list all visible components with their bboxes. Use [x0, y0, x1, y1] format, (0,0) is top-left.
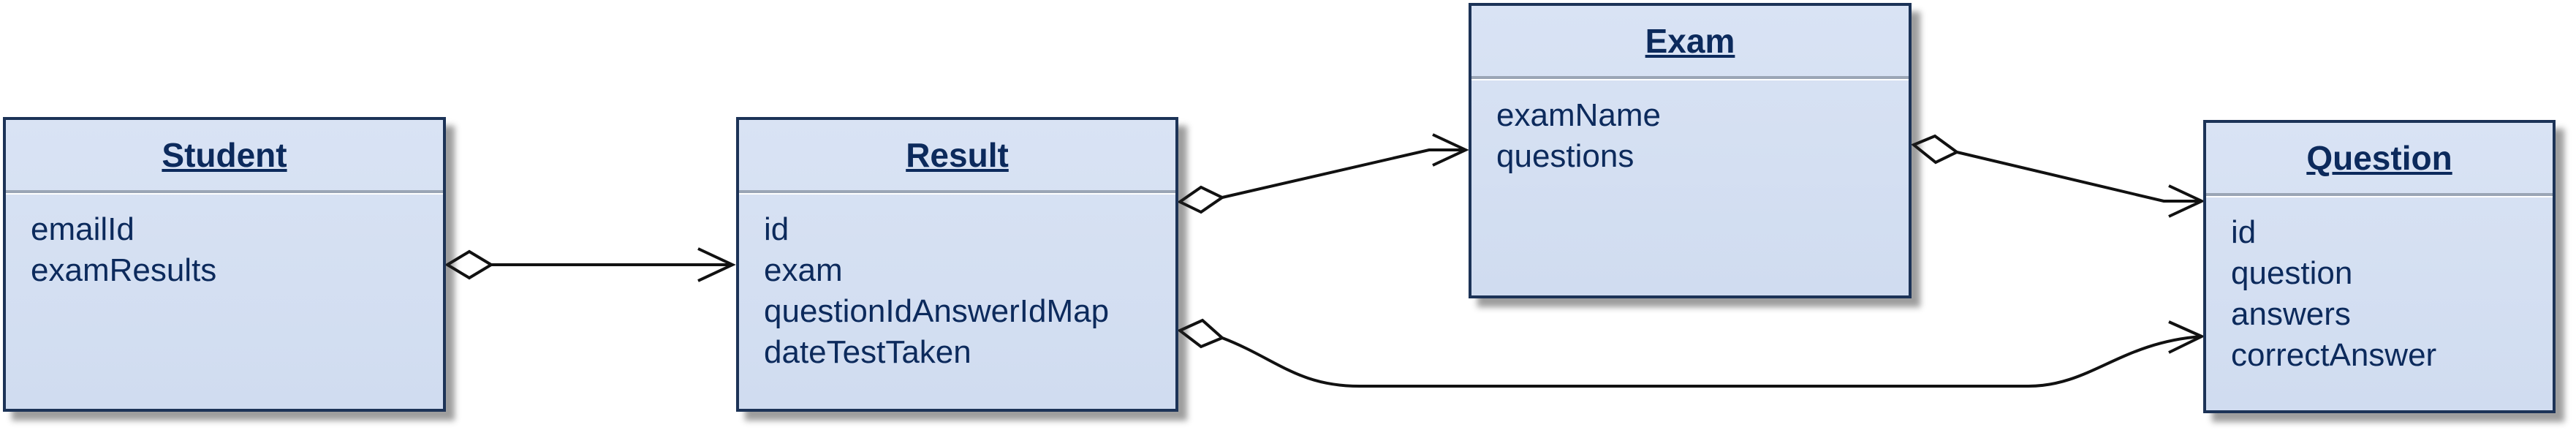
- arrowhead-exam-from-result: [1432, 133, 1469, 167]
- aggregation-diamond-exam: [1911, 134, 1960, 165]
- aggregation-diamond-result-question: [1177, 318, 1225, 349]
- attribute: correctAnswer: [2231, 337, 2437, 373]
- class-title: Student: [6, 120, 443, 193]
- arrowhead-question-from-result: [2168, 320, 2205, 354]
- attribute: examName: [1496, 97, 1661, 133]
- edge-result-exam: [1221, 148, 1466, 199]
- attribute: examResults: [31, 252, 217, 288]
- attribute: id: [764, 211, 789, 247]
- aggregation-diamond-result-exam: [1177, 185, 1225, 214]
- attribute: id: [2231, 214, 2257, 250]
- attribute-list: emailId examResults: [6, 193, 443, 291]
- arrowhead-question-from-exam: [2168, 184, 2205, 218]
- arrowhead-result-from-student: [697, 247, 736, 282]
- attribute-list: id exam questionIdAnswerIdMap dateTestTa…: [739, 193, 1175, 373]
- class-result[interactable]: Result id exam questionIdAnswerIdMap dat…: [736, 117, 1178, 412]
- attribute: emailId: [31, 211, 135, 247]
- attribute: question: [2231, 255, 2353, 291]
- class-question[interactable]: Question id question answers correctAnsw…: [2203, 120, 2556, 413]
- attribute: answers: [2231, 296, 2351, 332]
- class-student[interactable]: Student emailId examResults: [3, 117, 446, 412]
- class-title: Result: [739, 120, 1175, 193]
- class-title: Question: [2206, 123, 2553, 196]
- class-exam[interactable]: Exam examName questions: [1469, 3, 1912, 298]
- attribute-list: examName questions: [1471, 79, 1909, 177]
- edge-exam-question: [1956, 151, 2202, 203]
- attribute: dateTestTaken: [764, 334, 971, 370]
- edge-result-question: [1221, 335, 2202, 388]
- attribute: questionIdAnswerIdMap: [764, 293, 1110, 329]
- aggregation-diamond-student: [444, 249, 494, 280]
- attribute: exam: [764, 252, 843, 288]
- attribute-list: id question answers correctAnswer: [2206, 196, 2553, 376]
- attribute: questions: [1496, 138, 1634, 174]
- class-title: Exam: [1471, 6, 1909, 79]
